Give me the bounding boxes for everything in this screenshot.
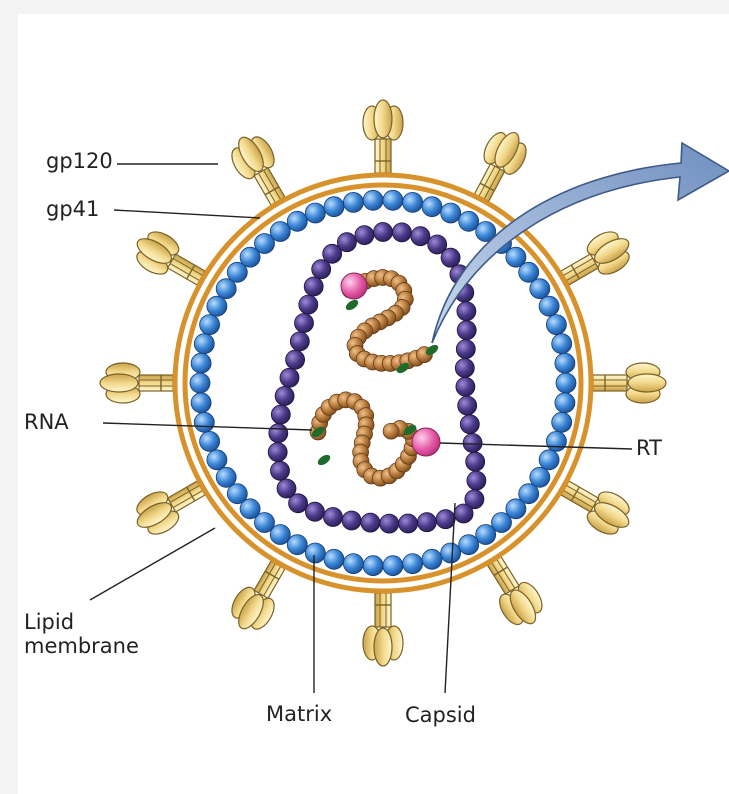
- matrix-bead: [324, 549, 344, 569]
- label-gp41: gp41: [46, 197, 99, 221]
- matrix-bead: [546, 315, 566, 335]
- capsid-bead: [380, 514, 399, 533]
- capsid-bead: [392, 223, 411, 242]
- matrix-bead: [556, 373, 576, 393]
- rna-bead: [383, 423, 399, 439]
- label-matrix: Matrix: [266, 702, 332, 726]
- label-rt: RT: [636, 436, 662, 460]
- capsid-bead: [342, 511, 361, 530]
- capsid-bead: [417, 513, 436, 532]
- capsid-bead: [355, 226, 374, 245]
- capsid-bead: [271, 405, 290, 424]
- capsid-bead: [466, 452, 485, 471]
- matrix-bead: [363, 556, 383, 576]
- matrix-bead: [200, 431, 220, 451]
- capsid-bead: [454, 504, 473, 523]
- matrix-bead: [555, 353, 575, 373]
- label-gp120: gp120: [46, 149, 113, 173]
- matrix-bead: [324, 197, 344, 217]
- matrix-bead: [207, 450, 227, 470]
- capsid-bead: [374, 223, 393, 242]
- capsid-bead: [304, 277, 323, 296]
- matrix-bead: [343, 554, 363, 574]
- capsid-bead: [305, 502, 324, 521]
- matrix-bead: [476, 525, 496, 545]
- matrix-bead: [546, 431, 566, 451]
- matrix-bead: [422, 549, 442, 569]
- capsid-bead: [290, 332, 309, 351]
- matrix-bead: [305, 543, 325, 563]
- matrix-bead: [305, 203, 325, 223]
- matrix-bead: [552, 334, 572, 354]
- label-rna: RNA: [24, 410, 69, 434]
- capsid-bead: [399, 514, 418, 533]
- matrix-bead: [194, 334, 214, 354]
- capsid-bead: [411, 227, 430, 246]
- matrix-bead: [190, 373, 210, 393]
- capsid-bead: [269, 424, 288, 443]
- matrix-bead: [363, 190, 383, 210]
- matrix-bead: [403, 554, 423, 574]
- matrix-bead: [555, 393, 575, 413]
- matrix-bead: [441, 543, 461, 563]
- matrix-bead: [287, 535, 307, 555]
- capsid-bead: [324, 508, 343, 527]
- capsid-bead: [271, 461, 290, 480]
- label-capsid: Capsid: [405, 703, 476, 727]
- capsid-bead: [441, 248, 460, 267]
- capsid-bead: [280, 368, 299, 387]
- matrix-bead: [552, 412, 572, 432]
- matrix-bead: [530, 279, 550, 299]
- matrix-bead: [459, 211, 479, 231]
- matrix-bead: [422, 197, 442, 217]
- matrix-bead: [441, 203, 461, 223]
- capsid-bead: [337, 233, 356, 252]
- matrix-bead: [343, 192, 363, 212]
- matrix-bead: [539, 296, 559, 316]
- matrix-bead: [383, 190, 403, 210]
- capsid-bead: [286, 350, 305, 369]
- matrix-bead: [216, 467, 236, 487]
- matrix-bead: [459, 535, 479, 555]
- capsid-bead: [456, 377, 475, 396]
- label-lipid-line2: membrane: [24, 634, 139, 658]
- capsid-bead: [436, 510, 455, 529]
- matrix-bead: [207, 296, 227, 316]
- capsid-bead: [467, 471, 486, 490]
- label-lipid-line1: Lipid: [24, 610, 139, 634]
- matrix-bead: [191, 393, 211, 413]
- capsid-bead: [277, 479, 296, 498]
- capsid-bead: [275, 387, 294, 406]
- capsid-bead: [456, 340, 475, 359]
- capsid-bead: [457, 321, 476, 340]
- capsid-bead: [268, 443, 287, 462]
- capsid-bead: [295, 314, 314, 333]
- label-lipid-membrane: Lipid membrane: [24, 610, 139, 658]
- matrix-bead: [539, 450, 559, 470]
- matrix-bead: [191, 353, 211, 373]
- capsid-bead: [460, 415, 479, 434]
- matrix-bead: [403, 192, 423, 212]
- matrix-bead: [194, 412, 214, 432]
- matrix-bead: [383, 556, 403, 576]
- matrix-bead: [287, 211, 307, 231]
- capsid-bead: [458, 396, 477, 415]
- matrix-bead: [200, 315, 220, 335]
- capsid-bead: [455, 359, 474, 378]
- matrix-bead: [270, 222, 290, 242]
- capsid-bead: [299, 295, 318, 314]
- capsid-bead: [457, 302, 476, 321]
- capsid-bead: [361, 513, 380, 532]
- capsid-bead: [463, 434, 482, 453]
